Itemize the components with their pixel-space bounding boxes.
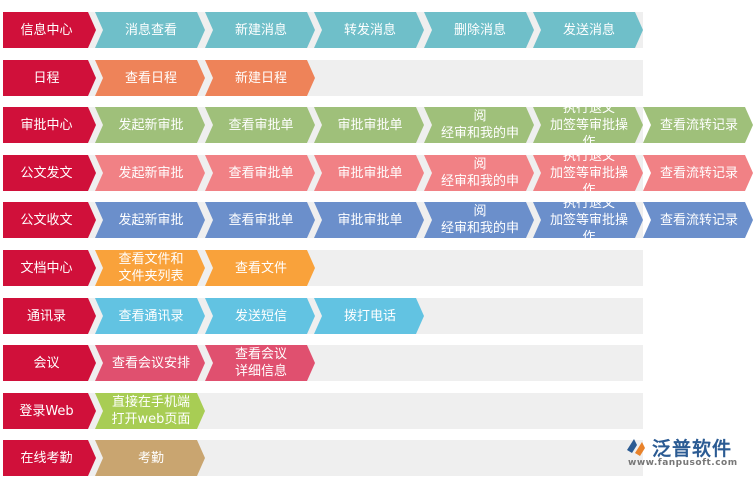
category-label: 通讯录 bbox=[3, 298, 96, 334]
category-label: 公文收文 bbox=[3, 202, 96, 238]
logo-url: www.fanpusoft.com bbox=[628, 458, 738, 468]
flow-step: 查看流转记录 bbox=[643, 202, 753, 238]
flow-step: 审批审批单 bbox=[314, 202, 424, 238]
flow-step: 发起新审批 bbox=[95, 107, 205, 143]
flow-step: 执行退文 加签等审批操作 bbox=[533, 107, 643, 143]
flow-step: 新建日程 bbox=[205, 60, 315, 96]
flow-step: 拨打电话 bbox=[314, 298, 424, 334]
flow-step: 消息查看 bbox=[95, 12, 205, 48]
flow-step: 查看文件 bbox=[205, 250, 315, 286]
flow-step: 查看待审、特阅 经审和我的申请 bbox=[424, 107, 534, 143]
category-label: 信息中心 bbox=[3, 12, 96, 48]
flow-step: 审批审批单 bbox=[314, 155, 424, 191]
flow-step: 查看审批单 bbox=[205, 155, 315, 191]
flow-step: 查看待审、特阅 经审和我的申请 bbox=[424, 155, 534, 191]
flow-step: 查看审批单 bbox=[205, 202, 315, 238]
flow-step: 执行退文 加签等审批操作 bbox=[533, 155, 643, 191]
category-label: 登录Web bbox=[3, 393, 96, 429]
flow-step: 查看会议安排 bbox=[95, 345, 205, 381]
flow-step: 删除消息 bbox=[424, 12, 534, 48]
flow-step: 查看通讯录 bbox=[95, 298, 205, 334]
flow-step: 发送消息 bbox=[533, 12, 643, 48]
fanpu-logo-icon bbox=[627, 439, 645, 456]
fanpu-logo: 泛普软件 www.fanpusoft.com bbox=[620, 432, 750, 472]
category-label: 会议 bbox=[3, 345, 96, 381]
flow-step: 查看审批单 bbox=[205, 107, 315, 143]
category-label: 日程 bbox=[3, 60, 96, 96]
flow-step: 查看流转记录 bbox=[643, 155, 753, 191]
logo-name: 泛普软件 bbox=[652, 438, 733, 460]
category-label: 公文发文 bbox=[3, 155, 96, 191]
flow-step: 考勤 bbox=[95, 440, 205, 476]
flow-step: 审批审批单 bbox=[314, 107, 424, 143]
flow-step: 查看文件和 文件夹列表 bbox=[95, 250, 205, 286]
flow-step: 新建消息 bbox=[205, 12, 315, 48]
flow-step: 查看会议 详细信息 bbox=[205, 345, 315, 381]
flow-step: 执行退文 加签等审批操作 bbox=[533, 202, 643, 238]
flow-step: 查看待审、特阅 经审和我的申请 bbox=[424, 202, 534, 238]
flow-step: 查看日程 bbox=[95, 60, 205, 96]
flow-step: 发送短信 bbox=[205, 298, 315, 334]
flow-step: 查看流转记录 bbox=[643, 107, 753, 143]
category-label: 审批中心 bbox=[3, 107, 96, 143]
flow-step: 直接在手机端 打开web页面 bbox=[95, 393, 205, 429]
flow-step: 发起新审批 bbox=[95, 155, 205, 191]
category-label: 文档中心 bbox=[3, 250, 96, 286]
category-label: 在线考勤 bbox=[3, 440, 96, 476]
flow-step: 转发消息 bbox=[314, 12, 424, 48]
flow-step: 发起新审批 bbox=[95, 202, 205, 238]
